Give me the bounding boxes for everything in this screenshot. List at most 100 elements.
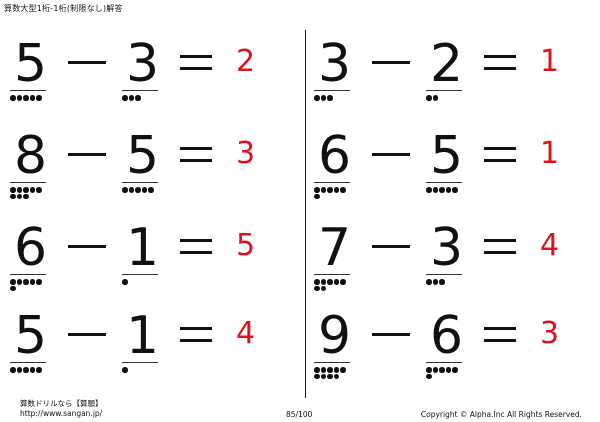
minuend-digit: 6 [14, 218, 48, 278]
footer-left: 算数ドリルなら【算願】 http://www.sangan.jp/ [20, 399, 103, 419]
count-dot [333, 373, 340, 380]
minuend-digit: 5 [14, 34, 48, 94]
answer: 3 [236, 136, 256, 171]
equals-sign-bottom [180, 159, 212, 162]
count-dot [29, 95, 36, 101]
count-dot [432, 367, 439, 373]
count-dot [148, 187, 154, 193]
problem-4: 6 5 1 [312, 126, 600, 216]
count-dot [29, 187, 36, 193]
count-dot [314, 279, 320, 285]
minus-sign [372, 61, 410, 64]
footer-page-number: 85/100 [286, 410, 313, 419]
page-header-title: 算数大型1桁-1桁(制限なし)解答 [4, 4, 123, 13]
equals-sign-bottom [180, 67, 212, 70]
answer: 4 [540, 228, 560, 263]
subtrahend: 3 [424, 218, 494, 285]
subtrahend: 1 [120, 218, 190, 285]
count-dot [452, 367, 458, 373]
count-dot [439, 279, 445, 285]
count-dot [333, 187, 340, 193]
count-dot [432, 95, 439, 101]
subtrahend-underline [426, 90, 462, 91]
count-dot [439, 367, 445, 373]
equals-sign-bottom [484, 67, 516, 70]
subtrahend-digit: 3 [126, 34, 160, 94]
count-dot [141, 187, 148, 193]
count-dot [122, 279, 128, 285]
count-dot [128, 187, 135, 193]
minuend-digit: 6 [318, 126, 352, 186]
subtrahend: 1 [120, 306, 190, 373]
minuend: 9 [312, 306, 382, 380]
count-dot [23, 279, 29, 285]
count-dot [16, 187, 23, 193]
count-dot [10, 95, 16, 101]
subtrahend-digit: 6 [430, 306, 464, 366]
count-dot [445, 187, 452, 193]
minuend-underline [314, 362, 350, 363]
subtrahend-underline [426, 182, 462, 183]
count-dot [10, 279, 16, 285]
minus-sign [68, 333, 106, 336]
count-dot [314, 95, 320, 101]
count-dot [16, 95, 23, 101]
count-dot [122, 367, 128, 373]
minus-sign [372, 333, 410, 336]
count-dot [320, 279, 327, 285]
count-dot [122, 95, 128, 101]
subtrahend-digit: 1 [126, 306, 160, 366]
count-dot [333, 279, 340, 285]
minuend-underline [314, 182, 350, 183]
answer: 3 [540, 316, 560, 351]
equals-sign-bottom [180, 251, 212, 254]
count-dot [320, 95, 327, 101]
answer: 2 [236, 44, 256, 79]
count-dot [36, 367, 42, 373]
count-dot [340, 367, 346, 373]
minus-sign [68, 245, 106, 248]
minuend-underline [314, 90, 350, 91]
subtrahend-underline [426, 274, 462, 275]
answer: 4 [236, 316, 256, 351]
count-dot [314, 285, 320, 292]
count-dot [327, 373, 333, 380]
count-dot [320, 285, 327, 292]
count-dot [314, 373, 320, 380]
count-dot [36, 187, 42, 193]
subtrahend-digit: 5 [126, 126, 160, 186]
count-dot [36, 279, 42, 285]
count-dot [426, 279, 432, 285]
subtrahend-digit: 2 [430, 34, 464, 94]
count-dot [439, 187, 445, 193]
count-dot [23, 187, 29, 193]
footer-site-name: 算数ドリルなら【算願】 [20, 399, 103, 408]
minus-sign [372, 153, 410, 156]
minuend: 5 [8, 306, 78, 373]
count-dot [340, 187, 346, 193]
answer: 1 [540, 136, 560, 171]
count-dot [426, 95, 432, 101]
equals-sign-top [484, 239, 516, 242]
subtrahend: 6 [424, 306, 494, 380]
count-dot [426, 367, 432, 373]
minuend-underline [314, 274, 350, 275]
minuend-underline [10, 90, 46, 91]
subtrahend: 5 [424, 126, 494, 193]
minus-sign [68, 61, 106, 64]
equals-sign-top [484, 55, 516, 58]
equals-sign-top [180, 147, 212, 150]
count-dot [10, 193, 16, 200]
footer-url[interactable]: http://www.sangan.jp/ [20, 409, 103, 418]
problem-3: 8 5 3 [8, 126, 298, 216]
minuend: 5 [8, 34, 78, 101]
minuend-digit: 8 [14, 126, 48, 186]
count-dot [16, 279, 23, 285]
minuend: 6 [312, 126, 382, 200]
problem-1: 5 3 2 [8, 34, 298, 124]
minuend-digit: 3 [318, 34, 352, 94]
minus-sign [372, 245, 410, 248]
count-dot [29, 279, 36, 285]
